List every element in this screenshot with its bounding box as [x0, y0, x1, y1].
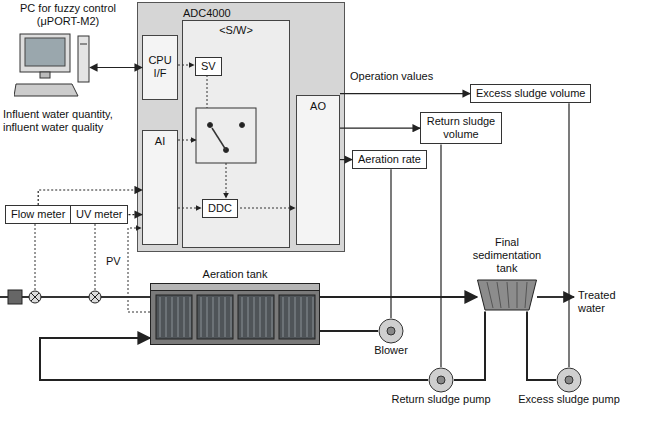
pipe-connector — [320, 296, 477, 298]
tank-drawing — [477, 278, 537, 312]
signal-connector — [90, 67, 142, 68]
pc-illustration: PC for fuzzy control (μPORT-M2) — [2, 2, 134, 102]
sedimentation-tank: Final sedimentation tank — [462, 236, 552, 312]
node-label: Return sludge pump — [380, 393, 502, 406]
pc-drawing — [14, 30, 90, 102]
signal-connector — [440, 144, 441, 367]
node-label: ADC4000 — [138, 3, 344, 20]
signal-connector — [340, 159, 352, 160]
ddc-box: DDC — [202, 199, 238, 218]
setpoint-box: SV — [195, 57, 222, 76]
value-box: Return sludge volume — [420, 112, 502, 144]
aeration-tank: Aeration tank — [150, 268, 320, 345]
node-label: PC for fuzzy control (μPORT-M2) — [2, 2, 134, 28]
signal-connector — [340, 128, 420, 129]
software-box: <S/W> SV DDC — [182, 20, 290, 248]
pump-drawing — [556, 367, 582, 393]
signal-connector — [340, 93, 470, 94]
node-label: Blower — [366, 344, 416, 357]
flow-sensor — [8, 290, 22, 304]
pipe-connector — [454, 312, 485, 380]
node-label: Aeration rate — [358, 153, 421, 166]
node-label: DDC — [208, 202, 232, 215]
node-label: <S/W> — [183, 21, 289, 37]
signal-connector — [568, 103, 569, 367]
signal-connector — [38, 190, 142, 205]
node-label: AI — [143, 135, 177, 148]
node-label: Final sedimentation tank — [462, 236, 552, 276]
node-label: AO — [297, 100, 339, 113]
interface-box: CPU I/F — [142, 35, 178, 100]
node-label: Aeration tank — [150, 268, 320, 281]
pump-drawing — [428, 367, 454, 393]
flow-label: Treated water — [578, 289, 636, 315]
signal-label: PV — [106, 255, 121, 268]
analog-output-box: AO — [296, 95, 340, 245]
node-label: SV — [201, 60, 216, 73]
analog-input-box: AI — [142, 130, 178, 245]
meter-box: Flow meter — [5, 205, 71, 224]
node-label: Excess sludge pump — [508, 393, 630, 406]
blower-symbol: Blower — [366, 318, 416, 357]
node-label: CPU I/F — [143, 40, 177, 80]
node-label: UV meter — [76, 208, 122, 221]
value-box: Excess sludge volume — [470, 84, 591, 103]
node-label: Excess sludge volume — [476, 87, 585, 100]
pipe-connector — [527, 312, 556, 380]
pipe-connector — [320, 330, 378, 332]
signal-label: Operation values — [350, 70, 433, 83]
pump-symbol: Return sludge pump — [380, 367, 502, 406]
value-box: Aeration rate — [352, 150, 427, 169]
tank-drawing — [150, 283, 320, 345]
signal-connector — [390, 169, 391, 318]
node-label: Return sludge volume — [426, 115, 496, 141]
meter-box: UV meter — [70, 205, 128, 224]
node-label: Flow meter — [11, 208, 65, 221]
pump-drawing — [378, 318, 404, 344]
sensor-symbols — [29, 291, 101, 303]
signal-label: Influent water quantity, influent water … — [3, 108, 137, 134]
